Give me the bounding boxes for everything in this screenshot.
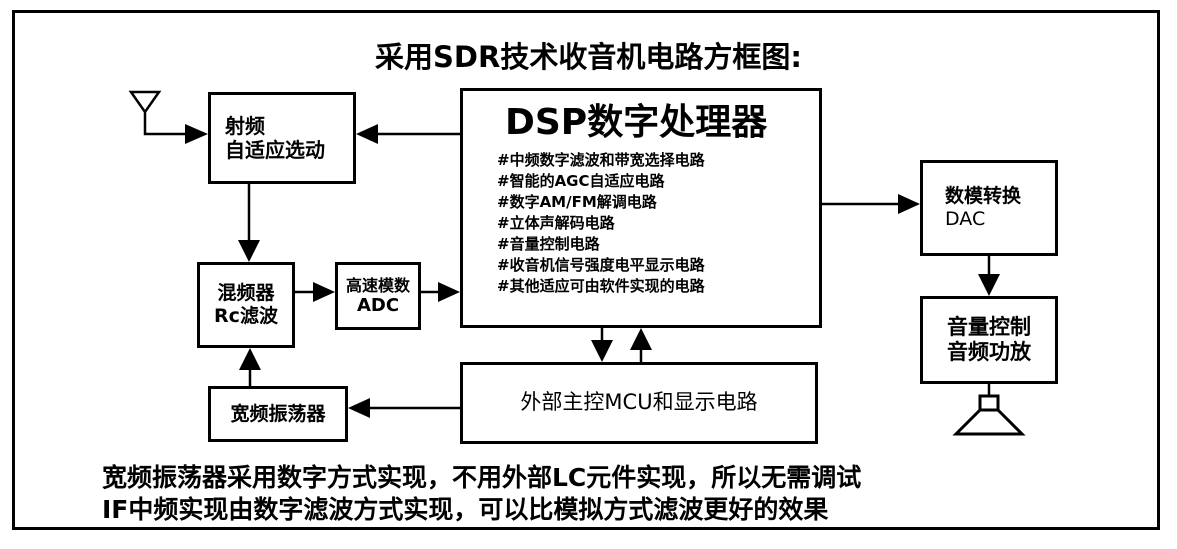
arrowhead-volume-from-dac [978,274,1000,296]
volume-amp-block: 音量控制 音频功放 [920,296,1058,384]
arrowhead-dsp-from-adc [438,282,460,302]
arrowhead-mixer-from-osc [239,348,261,370]
arrowhead-rf-from-dsp [356,124,378,144]
arrowhead-mcu-from-dsp [591,340,613,362]
dac-label-line1: 数模转换 [945,185,1022,208]
arrowhead-rf-in [185,124,208,144]
dsp-item: #智能的AGC自适应电路 [497,172,665,191]
wideband-oscillator-block: 宽频振荡器 [208,386,348,442]
dsp-item: #立体声解码电路 [497,214,615,233]
dsp-processor-block: DSP数字处理器 #中频数字滤波和带宽选择电路 #智能的AGC自适应电路 #数字… [460,88,822,328]
mcu-label: 外部主控MCU和显示电路 [520,390,758,415]
dsp-item: #中频数字滤波和带宽选择电路 [497,151,705,170]
mcu-display-block: 外部主控MCU和显示电路 [460,362,818,444]
dsp-title: DSP数字处理器 [505,102,768,143]
adc-block: 高速模数 ADC [335,262,421,330]
dac-block: 数模转换 DAC [920,160,1058,256]
note-line-1: 宽频振荡器采用数字方式实现，不用外部LC元件实现，所以无需调试 [102,463,862,492]
dac-label-line2: DAC [945,208,986,230]
adc-label-line2: ADC [356,294,400,316]
speaker-icon [952,394,1026,436]
mixer-label-line2: Rc滤波 [214,305,278,327]
arrowhead-dsp-from-mcu [630,328,652,350]
rf-label-line1: 射频 [225,114,265,138]
volume-label-line1: 音量控制 [947,314,1031,339]
arrowhead-adc-from-mixer [313,282,335,302]
rf-label-line2: 自适应选动 [225,138,325,162]
diagram-title: 采用SDR技术收音机电路方框图: [375,40,802,74]
antenna-icon [128,90,185,136]
mixer-rc-filter-block: 混频器 Rc滤波 [197,262,295,348]
adc-label-line1: 高速模数 [345,275,410,295]
note-line-2: IF中频实现由数字滤波方式实现，可以比模拟方式滤波更好的效果 [102,495,829,524]
volume-label-line2: 音频功放 [947,340,1031,364]
dsp-item: #收音机信号强度电平显示电路 [497,256,705,275]
dsp-item: #数字AM/FM解调电路 [497,193,657,212]
arrowhead-dac-from-dsp [898,194,920,214]
dsp-item: #音量控制电路 [497,235,600,254]
mixer-label-line1: 混频器 [217,282,275,305]
dsp-item: #其他适应可由软件实现的电路 [497,277,705,296]
arrowhead-mixer-from-rf [238,240,260,262]
oscillator-label: 宽频振荡器 [230,402,326,425]
rf-adaptive-block: 射频 自适应选动 [208,92,356,184]
arrowhead-osc-from-mcu [348,398,370,418]
